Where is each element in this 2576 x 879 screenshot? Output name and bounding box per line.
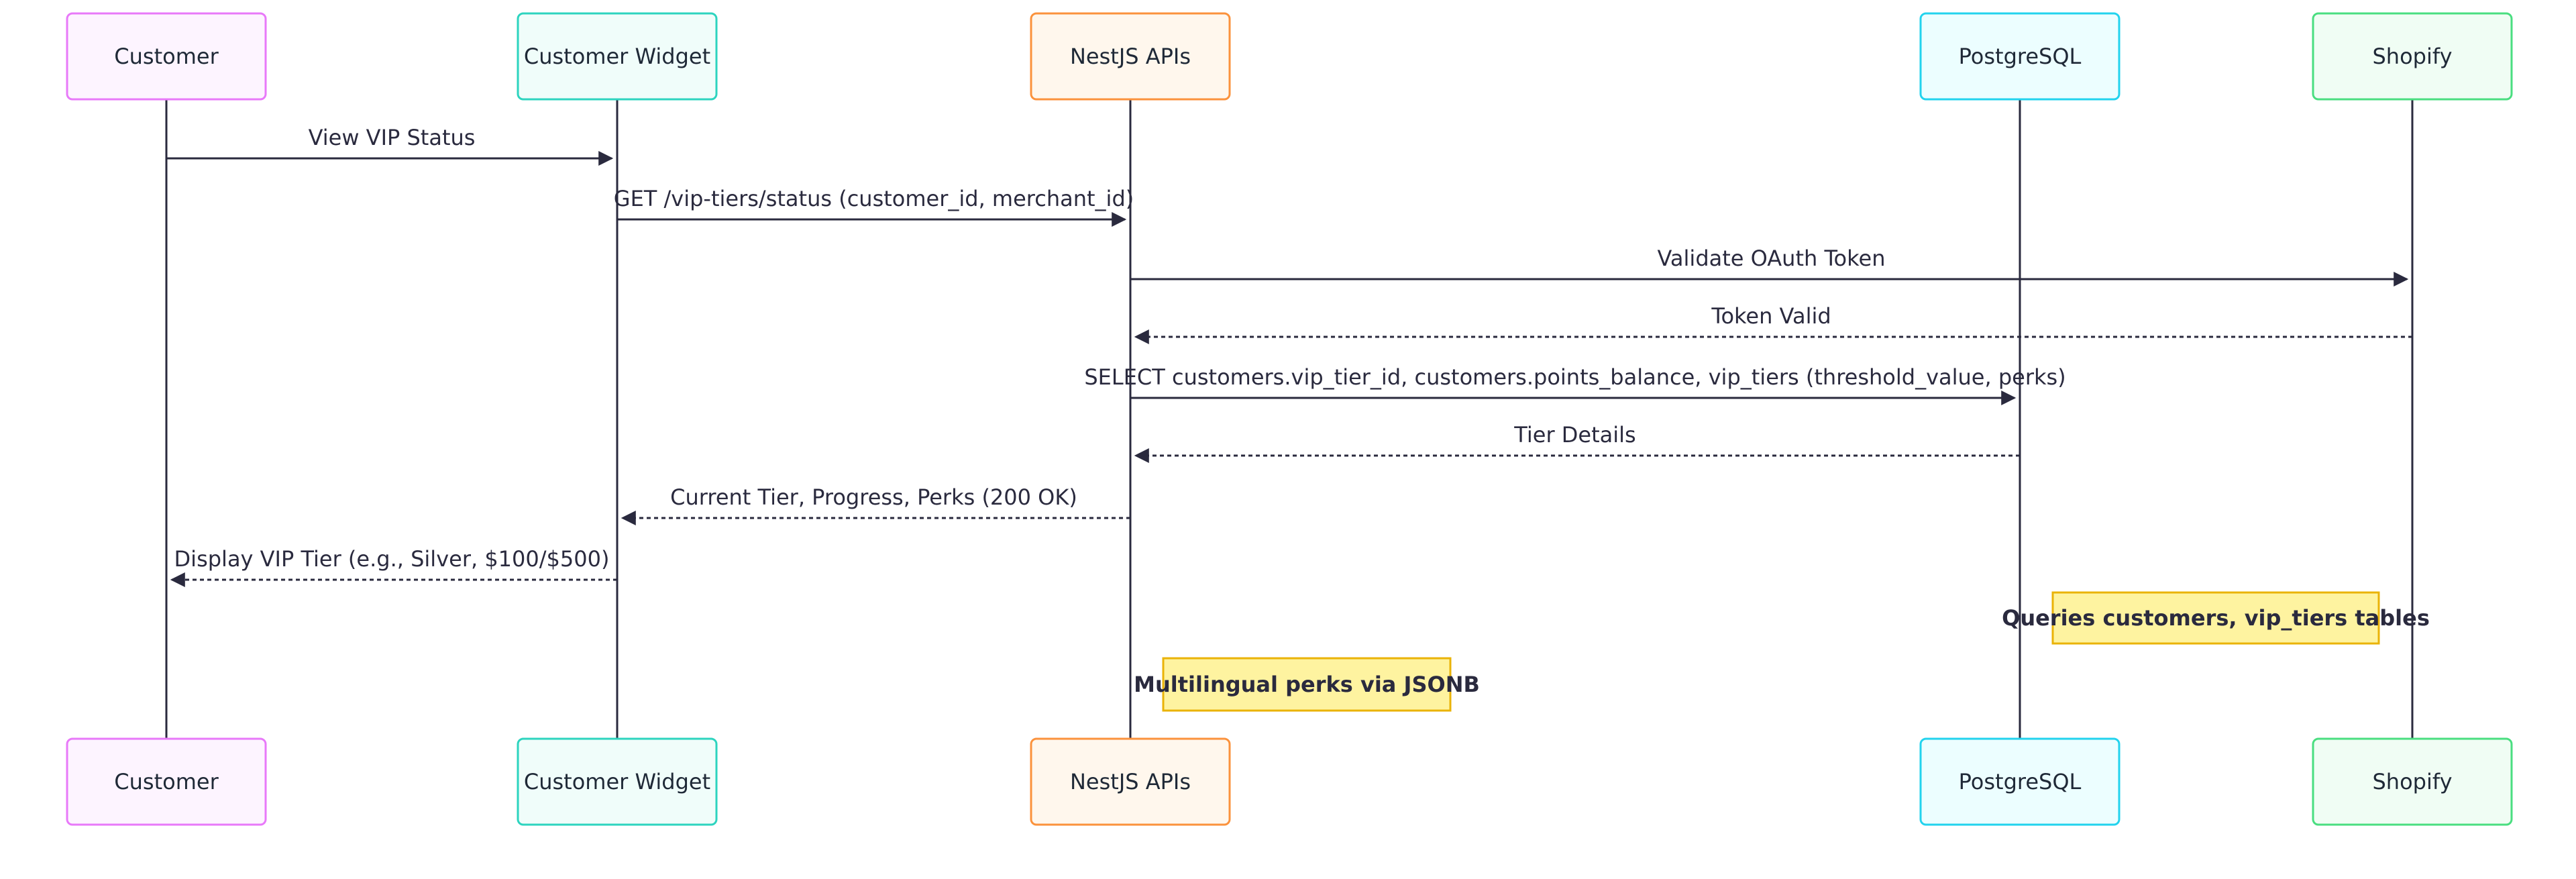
actor-box [2312, 12, 2513, 101]
actor-box [1030, 12, 1231, 101]
message-label: GET /vip-tiers/status (customer_id, merc… [614, 186, 1134, 211]
actor-label: Customer [114, 769, 219, 794]
actor-label: NestJS APIs [1070, 44, 1191, 69]
actor-box [1030, 737, 1231, 826]
actor-db-top: PostgreSQL [1919, 12, 2121, 101]
message-label: Display VIP Tier (e.g., Silver, $100/$50… [174, 546, 610, 572]
actor-box [66, 737, 267, 826]
message-label: Validate OAuth Token [1658, 246, 1886, 271]
actor-label: PostgreSQL [1959, 44, 2082, 69]
message-3: Validate OAuth Token [1130, 246, 2409, 287]
actor-customer-top: Customer [66, 12, 267, 101]
actor-box [2312, 737, 2513, 826]
actor-label: NestJS APIs [1070, 769, 1191, 794]
note-box [2051, 591, 2380, 645]
actor-api-top: NestJS APIs [1030, 12, 1231, 101]
note-db: Queries customers, vip_tiers tables [2002, 591, 2430, 645]
message-8: Display VIP Tier (e.g., Silver, $100/$50… [170, 546, 617, 587]
actor-widget-top: Customer Widget [517, 12, 718, 101]
actor-customer-bottom: Customer [66, 737, 267, 826]
note-label: Multilingual perks via JSONB [1134, 672, 1480, 697]
message-label: Current Tier, Progress, Perks (200 OK) [670, 484, 1077, 510]
actor-shopify-top: Shopify [2312, 12, 2513, 101]
actor-label: Customer [114, 44, 219, 69]
note-api: Multilingual perks via JSONB [1134, 657, 1480, 712]
actor-label: Customer Widget [524, 769, 710, 794]
message-2: GET /vip-tiers/status (customer_id, merc… [614, 186, 1134, 227]
actor-label: Shopify [2372, 769, 2452, 794]
message-4: Token Valid [1134, 303, 2412, 344]
note-label: Queries customers, vip_tiers tables [2002, 605, 2430, 631]
actor-label: Shopify [2372, 44, 2452, 69]
actor-box [66, 12, 267, 101]
note-box [1162, 657, 1452, 712]
message-label: SELECT customers.vip_tier_id, customers.… [1084, 364, 2065, 390]
message-6: Tier Details [1134, 422, 2020, 463]
actor-label: Customer Widget [524, 44, 710, 69]
actor-widget-bottom: Customer Widget [517, 737, 718, 826]
message-label: Tier Details [1513, 422, 1635, 448]
actor-box [1919, 737, 2121, 826]
actor-shopify-bottom: Shopify [2312, 737, 2513, 826]
notes: Queries customers, vip_tiers tablesMulti… [1134, 591, 2430, 712]
actor-db-bottom: PostgreSQL [1919, 737, 2121, 826]
actor-box [517, 737, 718, 826]
message-5: SELECT customers.vip_tier_id, customers.… [1084, 364, 2066, 405]
message-label: View VIP Status [309, 125, 476, 150]
actor-api-bottom: NestJS APIs [1030, 737, 1231, 826]
message-7: Current Tier, Progress, Perks (200 OK) [621, 484, 1130, 525]
lifelines [165, 99, 2414, 739]
message-1: View VIP Status [166, 125, 614, 166]
actor-box [1919, 12, 2121, 101]
actor-box [517, 12, 718, 101]
message-label: Token Valid [1711, 303, 1831, 329]
actor-label: PostgreSQL [1959, 769, 2082, 794]
